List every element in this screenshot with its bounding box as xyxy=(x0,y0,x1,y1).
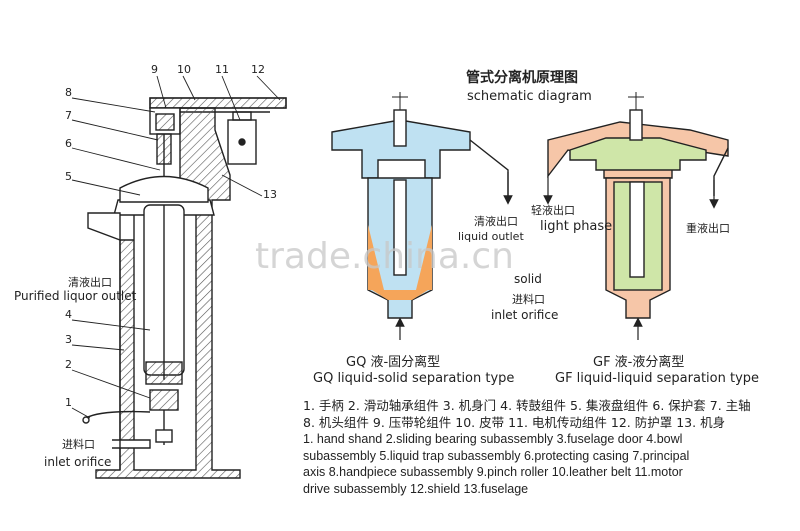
gf-caption-en: GF liquid-liquid separation type xyxy=(555,371,759,386)
callout-5: 5 xyxy=(65,170,72,183)
gq-outlet-en: liquid outlet xyxy=(458,230,524,243)
watermark-text: trade.china.cn xyxy=(255,236,514,277)
purified-outlet-en: Purified liquor outlet xyxy=(14,289,137,303)
diagram-title-cn: 管式分离机原理图 xyxy=(466,69,578,86)
inlet-orifice-cn: 进料口 xyxy=(62,437,95,451)
callout-6: 6 xyxy=(65,137,72,150)
gq-solid-label: solid xyxy=(514,272,542,286)
legend-en-line-3: axis 8.handpiece subassembly 9.pinch rol… xyxy=(303,465,683,479)
gf-caption-cn: GF 液-液分离型 xyxy=(593,354,684,370)
gq-caption-cn: GQ 液-固分离型 xyxy=(346,354,440,370)
inlet-orifice-en: inlet orifice xyxy=(44,455,111,469)
gq-inlet-en: inlet orifice xyxy=(491,308,558,322)
machine-cross-section xyxy=(82,97,287,479)
legend-cn-line-2: 8. 机头组件 9. 压带轮组件 10. 皮带 11. 电机传动组件 12. 防… xyxy=(303,414,726,430)
gq-separator xyxy=(331,109,509,319)
callout-10: 10 xyxy=(177,63,191,76)
legend-en-line-4: drive subassembly 12.shield 13.fuselage xyxy=(303,481,529,496)
legend-en-line-1: 1. hand shand 2.sliding bearing subassem… xyxy=(303,432,683,446)
gf-separator xyxy=(547,109,729,319)
callout-7: 7 xyxy=(65,109,72,122)
callout-3: 3 xyxy=(65,333,72,346)
callout-8: 8 xyxy=(65,86,72,99)
purified-outlet-cn: 清液出口 xyxy=(68,275,112,289)
callout-11: 11 xyxy=(215,63,229,76)
parts-legend: 1. 手柄 2. 滑动轴承组件 3. 机身门 4. 转鼓组件 5. 集液盘组件 … xyxy=(303,398,783,497)
callout-1: 1 xyxy=(65,396,72,409)
diagram-title-en: schematic diagram xyxy=(467,89,592,104)
gf-light-cn: 轻液出口 xyxy=(531,203,575,217)
callout-13: 13 xyxy=(263,188,277,201)
gq-caption-en: GQ liquid-solid separation type xyxy=(313,371,514,386)
legend-cn-line-1: 1. 手柄 2. 滑动轴承组件 3. 机身门 4. 转鼓组件 5. 集液盘组件 … xyxy=(303,398,751,413)
gq-inlet-cn: 进料口 xyxy=(512,292,545,306)
gq-outlet-cn: 清液出口 xyxy=(474,214,518,228)
legend-en-line-2: subassembly 5.liquid trap subassembly 6.… xyxy=(303,448,690,463)
callout-4: 4 xyxy=(65,308,72,321)
callout-2: 2 xyxy=(65,358,72,371)
gf-light-en: light phase xyxy=(540,219,612,234)
callout-9: 9 xyxy=(151,63,158,76)
callout-numbers: 8 7 6 5 4 3 2 1 9 10 11 12 13 xyxy=(65,63,277,409)
gf-heavy-cn: 重液出口 xyxy=(686,221,730,235)
callout-leaders xyxy=(71,75,281,419)
callout-12: 12 xyxy=(251,63,265,76)
